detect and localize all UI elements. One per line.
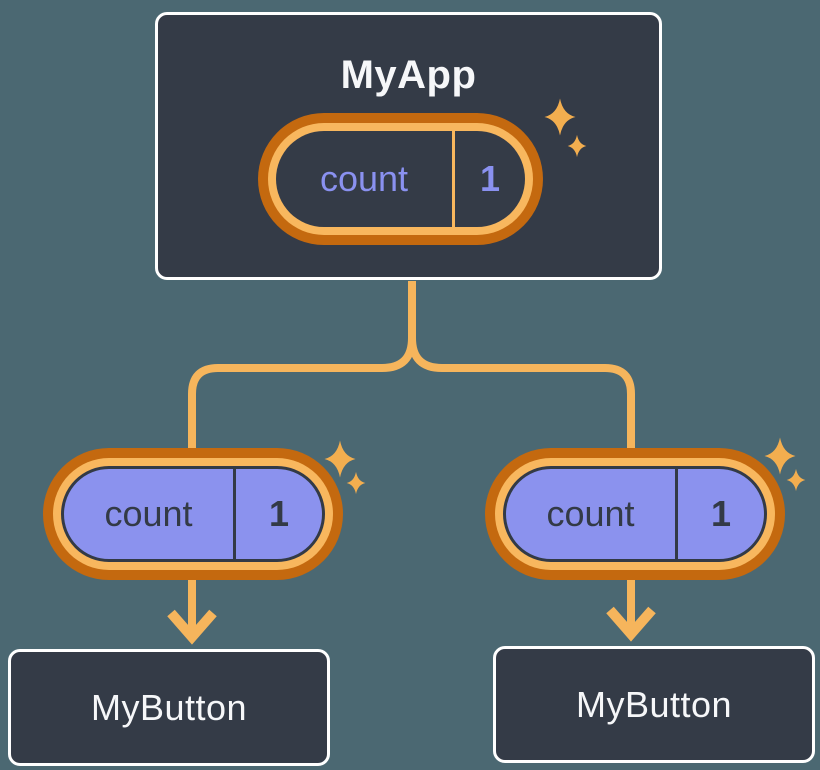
sparkle-icon xyxy=(346,471,366,495)
state-pill-body: count 1 xyxy=(276,131,525,227)
arrow-down-icon xyxy=(167,609,217,645)
node-mybutton-left: MyButton xyxy=(8,649,330,766)
sparkle-icon xyxy=(544,98,576,136)
node-mybutton-right: MyButton xyxy=(493,646,815,763)
state-value: 1 xyxy=(268,493,290,534)
state-value: 1 xyxy=(479,158,501,199)
state-pill-root: count 1 xyxy=(258,113,543,245)
sparkle-icon xyxy=(567,134,587,158)
state-pill-ring: count 1 xyxy=(268,123,533,235)
state-pill-body: count 1 xyxy=(61,466,325,562)
sparkle-icon xyxy=(324,440,356,478)
node-mybutton-title: MyButton xyxy=(90,686,248,728)
state-pill-body: count 1 xyxy=(503,466,767,562)
node-myapp-title: MyApp xyxy=(340,53,477,97)
arrow-down-icon xyxy=(606,606,656,642)
state-name: count xyxy=(104,493,193,534)
state-value: 1 xyxy=(710,493,732,534)
state-name: count xyxy=(546,493,635,534)
sparkle-icon xyxy=(786,468,806,492)
sparkle-icon xyxy=(764,437,796,475)
pill-divider xyxy=(452,131,455,227)
state-pill-ring: count 1 xyxy=(53,458,333,570)
connector-branch-right xyxy=(408,281,635,448)
connector-branch-left xyxy=(188,281,416,448)
node-mybutton-title: MyButton xyxy=(575,683,733,725)
state-pill-right: count 1 xyxy=(485,448,785,580)
state-name: count xyxy=(319,158,409,199)
state-pill-ring: count 1 xyxy=(495,458,775,570)
state-pill-left: count 1 xyxy=(43,448,343,580)
pill-divider xyxy=(233,469,236,559)
pill-divider xyxy=(675,469,678,559)
